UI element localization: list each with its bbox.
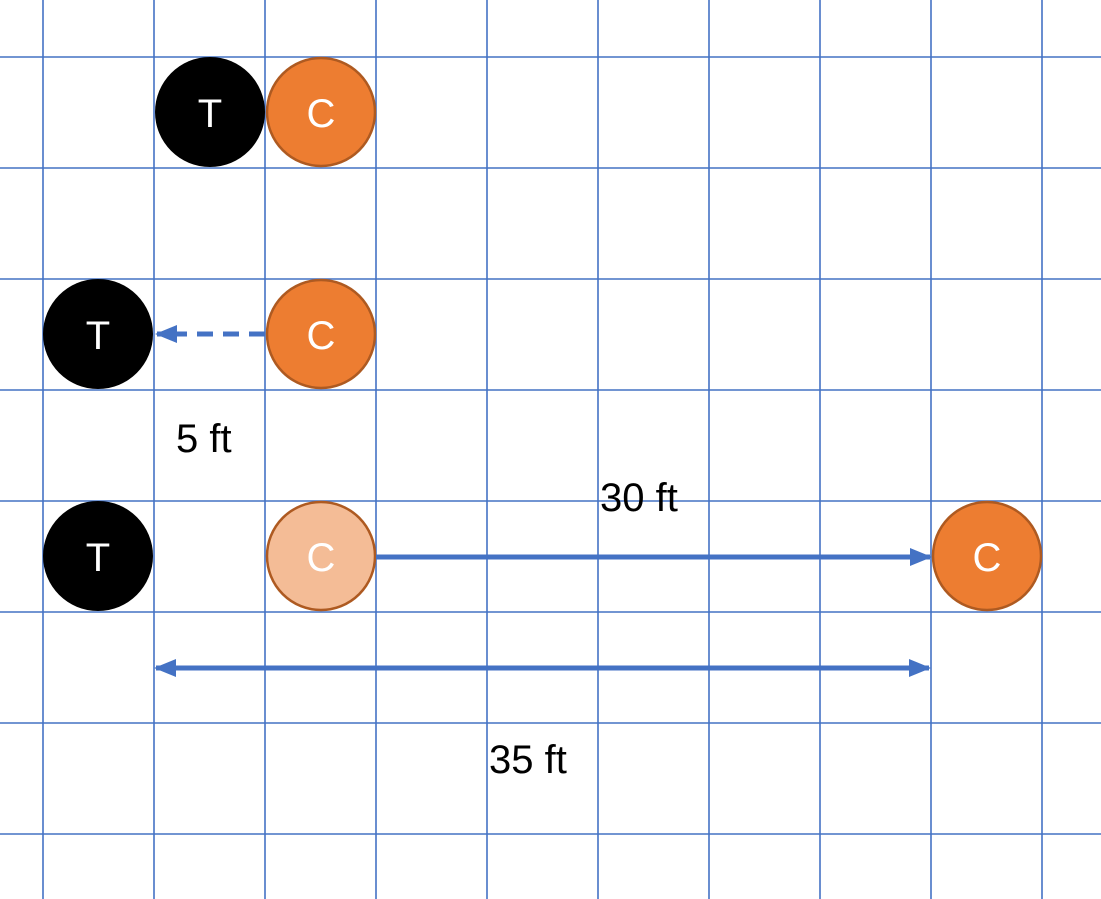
creature-ghost-token — [265, 500, 377, 612]
step-distance-label: 5 ft — [176, 417, 232, 461]
creature-token-label: C — [307, 92, 336, 136]
target-token — [155, 57, 265, 167]
target-token-label: T — [86, 314, 110, 358]
creature-ghost-token-label: C — [307, 536, 336, 580]
move-distance-label: 30 ft — [600, 476, 678, 520]
target-token — [43, 501, 153, 611]
target-token-label: T — [86, 536, 110, 580]
row-1-adjacent: T C — [155, 56, 377, 168]
creature-token — [265, 56, 377, 168]
row-3-move: T C C — [43, 500, 1043, 612]
total-distance-label: 35 ft — [489, 738, 567, 782]
creature-token-label: C — [307, 314, 336, 358]
target-token — [43, 279, 153, 389]
creature-token — [265, 278, 377, 390]
target-token-label: T — [198, 92, 222, 136]
creature-token — [931, 500, 1043, 612]
row-2-shove: T C — [43, 278, 377, 390]
creature-token-label: C — [973, 536, 1002, 580]
